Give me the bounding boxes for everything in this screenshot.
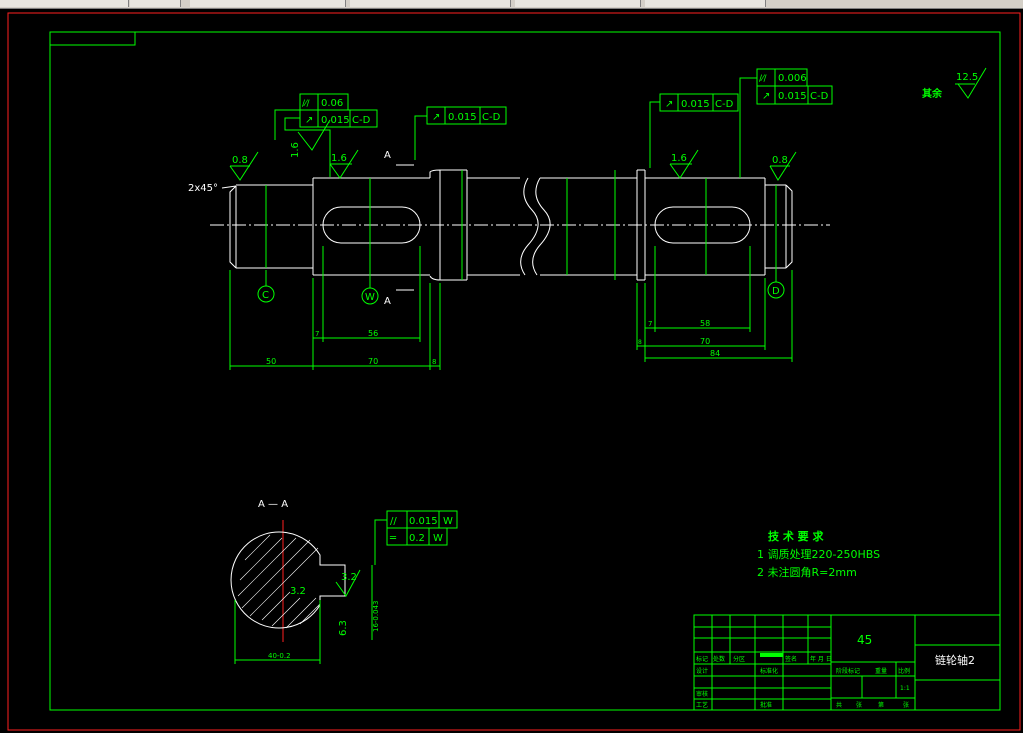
svg-text:0.2: 0.2 xyxy=(409,533,425,544)
tech-requirements: 技 术 要 求 1 调质处理220-250HBS 2 未注圆角R=2mm xyxy=(757,529,880,579)
svg-text:0.8: 0.8 xyxy=(232,155,248,166)
dim-label: 8 xyxy=(638,339,642,346)
drawing-canvas[interactable]: 50 70 8 7 56 7 58 8 70 84 2x45° 0.8 1.6 … xyxy=(0,8,1023,733)
keyway-left xyxy=(322,206,421,244)
svg-text:签名: 签名 xyxy=(785,655,797,663)
svg-text:/⁄/: /⁄/ xyxy=(759,74,768,84)
svg-text:A: A xyxy=(384,150,391,161)
break-line xyxy=(520,177,539,276)
dim-label: 56 xyxy=(368,329,378,338)
svg-text:1.6: 1.6 xyxy=(671,153,687,164)
section-title: A — A xyxy=(258,499,288,510)
svg-text:16-0.043: 16-0.043 xyxy=(372,601,380,632)
break-line xyxy=(532,177,551,276)
svg-text:年 月 日: 年 月 日 xyxy=(810,655,832,663)
svg-text:3.2: 3.2 xyxy=(290,586,306,597)
dimension-lines: 50 70 8 7 56 7 58 8 70 84 xyxy=(229,246,793,370)
svg-text:标记: 标记 xyxy=(696,655,708,663)
shaft-view xyxy=(210,169,830,281)
svg-text:C-D: C-D xyxy=(715,99,734,110)
svg-text:0.015: 0.015 xyxy=(681,99,710,110)
svg-text:A: A xyxy=(384,296,391,307)
svg-text:重量: 重量 xyxy=(875,667,887,675)
paper-border xyxy=(7,12,1021,731)
svg-text:W: W xyxy=(365,292,375,303)
svg-text:共: 共 xyxy=(836,701,842,709)
svg-text:↗: ↗ xyxy=(305,115,313,126)
svg-text:第: 第 xyxy=(878,701,884,709)
dim-label: 7 xyxy=(315,330,319,338)
title-block: 标记 设计 审核 工艺 处数 分区 签名 年 月 日 标准化 批准 阶段标记 重… xyxy=(693,614,1001,711)
svg-text:标准化: 标准化 xyxy=(760,667,778,675)
dim-label: 58 xyxy=(700,319,710,328)
section-cut-marker: A A xyxy=(384,150,414,307)
svg-text:阶段标记: 阶段标记 xyxy=(836,667,860,675)
svg-text:W: W xyxy=(443,516,453,527)
tech-req-item: 2 未注圆角R=2mm xyxy=(757,565,857,579)
svg-text:审核: 审核 xyxy=(696,690,708,698)
svg-text:C-D: C-D xyxy=(482,112,501,123)
svg-text:/⁄/: /⁄/ xyxy=(302,99,311,109)
drawing-frame xyxy=(49,31,1001,711)
toolbar-segment[interactable] xyxy=(190,0,346,7)
svg-text:批准: 批准 xyxy=(760,701,772,709)
svg-text:C-D: C-D xyxy=(352,115,371,126)
svg-text:0.015: 0.015 xyxy=(778,91,807,102)
svg-text:张: 张 xyxy=(903,701,909,709)
tech-req-title: 技 术 要 求 xyxy=(768,529,824,543)
datum-markers: C W D xyxy=(257,268,785,305)
frame-corner-box xyxy=(49,31,136,46)
svg-text:6.3: 6.3 xyxy=(338,620,349,636)
svg-text:分区: 分区 xyxy=(733,655,745,663)
svg-text:1:1: 1:1 xyxy=(900,685,910,692)
svg-text:C-D: C-D xyxy=(810,91,829,102)
dim-label: 8 xyxy=(432,358,436,366)
svg-text:工艺: 工艺 xyxy=(696,701,708,709)
svg-text:1.6: 1.6 xyxy=(331,153,347,164)
svg-text:D: D xyxy=(772,286,780,297)
toolbar-segment[interactable] xyxy=(515,0,641,7)
rest-label: 其余 xyxy=(922,87,943,100)
toolbar-segment[interactable] xyxy=(350,0,511,7)
keyway-right xyxy=(654,206,751,244)
dim-label: 70 xyxy=(700,337,710,346)
svg-text:↗: ↗ xyxy=(432,112,440,123)
svg-text:C: C xyxy=(262,290,269,301)
svg-text:0.015: 0.015 xyxy=(321,115,350,126)
svg-text:张: 张 xyxy=(856,701,862,709)
svg-text:3.2: 3.2 xyxy=(341,572,357,583)
svg-text:处数: 处数 xyxy=(713,655,725,663)
toolbar-segment[interactable] xyxy=(130,0,181,7)
svg-text:═: ═ xyxy=(389,533,397,544)
dim-label: 70 xyxy=(368,357,378,366)
dim-label: 7 xyxy=(648,320,652,328)
svg-text:0.006: 0.006 xyxy=(778,73,807,84)
svg-text:W: W xyxy=(433,533,443,544)
svg-text://: // xyxy=(390,516,397,527)
section-view: A — A 3.2 3.2 6.3 40-0.2 16-0.043 // 0.0… xyxy=(230,499,458,664)
svg-text:0.015: 0.015 xyxy=(448,112,477,123)
svg-text:1.6: 1.6 xyxy=(290,142,301,158)
cad-drawing: 50 70 8 7 56 7 58 8 70 84 2x45° 0.8 1.6 … xyxy=(7,12,1021,731)
svg-text:40-0.2: 40-0.2 xyxy=(268,652,291,660)
svg-text:↗: ↗ xyxy=(665,99,673,110)
rest-roughness: 12.5 xyxy=(956,72,978,83)
toolbar-strip xyxy=(0,0,1023,9)
toolbar-segment[interactable] xyxy=(0,0,129,7)
material-label: 45 xyxy=(857,633,872,647)
svg-text:↗: ↗ xyxy=(762,91,770,102)
dim-label: 84 xyxy=(710,349,720,358)
toolbar-segment[interactable] xyxy=(645,0,766,7)
svg-text:0.015: 0.015 xyxy=(409,516,438,527)
part-name: 链轮轴2 xyxy=(935,653,975,667)
tech-req-item: 1 调质处理220-250HBS xyxy=(757,548,880,561)
svg-text:0.06: 0.06 xyxy=(321,98,343,109)
svg-text:设计: 设计 xyxy=(696,667,708,675)
dim-label: 50 xyxy=(266,357,276,366)
svg-text:0.8: 0.8 xyxy=(772,155,788,166)
svg-text:比例: 比例 xyxy=(898,667,910,675)
chamfer-note: 2x45° xyxy=(188,183,218,194)
tolerance-frames: /⁄/ 0.06 ↗ 0.015 C-D ↗ 0.015 C-D ↗ 0.015… xyxy=(274,68,833,178)
